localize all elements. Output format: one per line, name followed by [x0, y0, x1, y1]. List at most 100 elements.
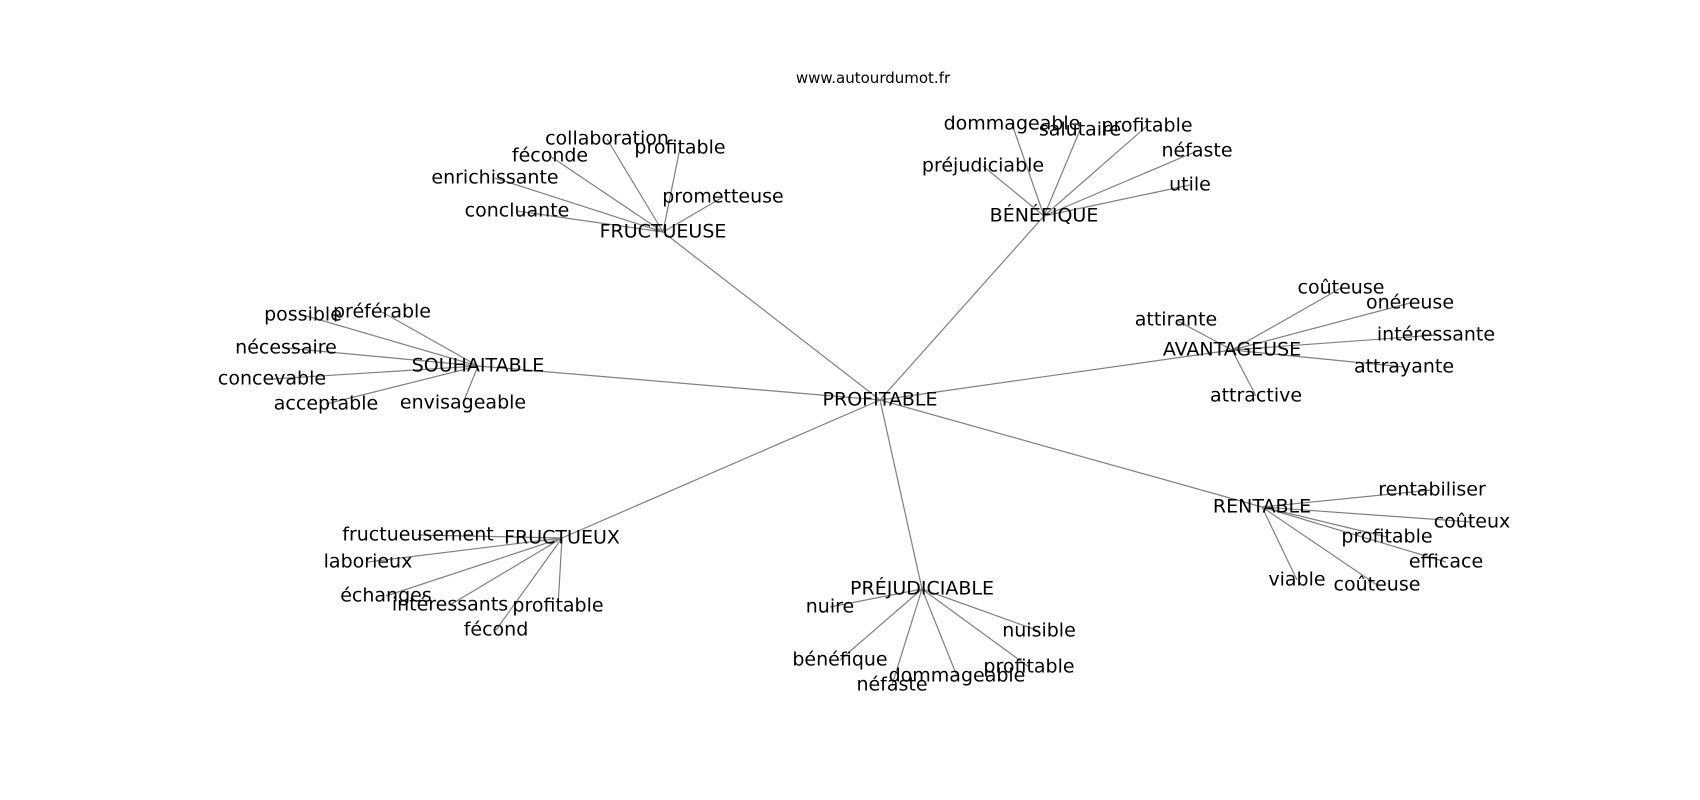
leaf-node[interactable]: utile [1169, 174, 1211, 196]
leaf-node[interactable]: concevable [218, 368, 326, 390]
leaf-node[interactable]: profitable [983, 656, 1074, 678]
leaf-node[interactable]: nuire [806, 596, 854, 618]
leaf-node[interactable]: intéressante [1377, 324, 1495, 346]
leaf-node[interactable]: enrichissante [431, 167, 558, 189]
leaf-node[interactable]: envisageable [400, 392, 526, 414]
leaf-node[interactable]: coûteux [1434, 511, 1511, 533]
leaf-node[interactable]: attractive [1210, 385, 1302, 407]
leaf-node[interactable]: échanges [340, 585, 432, 607]
leaf-node[interactable]: fructueusement [342, 524, 494, 546]
cluster-node[interactable]: AVANTAGEUSE [1163, 339, 1301, 361]
edge-cluster-6-leaf-1 [921, 588, 1040, 632]
cluster-node[interactable]: FRUCTUEUSE [600, 221, 727, 243]
edge-cluster-5-leaf-1 [367, 537, 563, 563]
edge-cluster-6-leaf-5 [891, 588, 923, 686]
edge-center-1 [879, 215, 1045, 401]
leaf-node[interactable]: féconde [512, 145, 588, 167]
leaf-node[interactable]: viable [1268, 569, 1325, 591]
leaf-node[interactable]: préférable [333, 301, 431, 323]
leaf-node[interactable]: nécessaire [235, 337, 337, 359]
edge-cluster-2-leaf-0 [302, 314, 479, 367]
edge-cluster-2-leaf-4 [325, 365, 479, 405]
cluster-node[interactable]: PRÉJUDICIABLE [850, 577, 994, 600]
leaf-node[interactable]: bénéfique [792, 649, 887, 671]
leaf-node[interactable]: néfaste [856, 674, 927, 696]
edge-cluster-3-leaf-5 [1231, 349, 1257, 397]
edge-cluster-1-leaf-4 [1043, 150, 1198, 217]
edge-cluster-0-leaf-3 [494, 177, 664, 233]
edge-center-5 [561, 399, 881, 539]
edge-cluster-5-leaf-0 [417, 534, 563, 539]
edge-cluster-3-leaf-1 [1231, 302, 1411, 351]
leaf-node[interactable]: salutaire [1039, 119, 1121, 141]
edge-cluster-1-leaf-3 [982, 165, 1045, 217]
leaf-node[interactable]: concluante [465, 200, 570, 222]
edge-cluster-4-leaf-3 [1261, 506, 1447, 563]
edge-cluster-0-leaf-1 [662, 147, 681, 233]
edge-cluster-2-leaf-1 [381, 311, 479, 367]
edge-cluster-4-leaf-4 [1261, 506, 1298, 581]
leaf-node[interactable]: attirante [1135, 309, 1217, 331]
edge-cluster-4-leaf-1 [1261, 506, 1473, 523]
edge-cluster-1-leaf-2 [1043, 125, 1148, 217]
edge-cluster-4-leaf-0 [1261, 489, 1433, 508]
edge-cluster-5-leaf-4 [557, 537, 563, 607]
cluster-node[interactable]: FRUCTUEUX [504, 527, 620, 549]
leaf-node[interactable]: prometteuse [662, 186, 784, 208]
leaf-node[interactable]: profitable [512, 595, 603, 617]
edge-center-4 [879, 399, 1263, 508]
edge-cluster-0-leaf-2 [549, 155, 664, 233]
edge-cluster-1-leaf-0 [1011, 123, 1045, 217]
edge-cluster-5-leaf-3 [449, 537, 563, 606]
edge-cluster-6-leaf-4 [921, 588, 958, 677]
leaf-node[interactable]: rentabiliser [1378, 479, 1486, 501]
edge-center-3 [879, 349, 1233, 401]
leaf-node[interactable]: acceptable [274, 393, 378, 415]
edge-center-6 [879, 399, 923, 590]
labels: PROFITABLEFRUCTUEUSEcollaborationprofita… [218, 113, 1510, 696]
cluster-node[interactable]: BÉNÉFIQUE [990, 204, 1099, 227]
leaf-node[interactable]: coûteuse [1334, 574, 1421, 596]
edge-cluster-1-leaf-1 [1043, 129, 1081, 217]
edge-cluster-5-leaf-2 [385, 537, 563, 597]
edge-cluster-2-leaf-3 [271, 365, 479, 380]
leaf-node[interactable]: possible [264, 304, 342, 326]
leaf-node[interactable]: dommageable [944, 113, 1081, 135]
leaf-node[interactable]: profitable [1101, 115, 1192, 137]
edge-cluster-3-leaf-0 [1231, 287, 1342, 351]
leaf-node[interactable]: collaboration [545, 128, 669, 150]
edge-center-2 [477, 365, 881, 401]
edge-cluster-3-leaf-2 [1175, 319, 1233, 351]
edge-cluster-3-leaf-3 [1231, 334, 1437, 351]
leaf-node[interactable]: onéreuse [1366, 292, 1454, 314]
edge-cluster-0-leaf-5 [662, 196, 724, 233]
cluster-node[interactable]: RENTABLE [1213, 496, 1311, 518]
leaf-node[interactable]: efficace [1409, 551, 1483, 573]
leaf-node[interactable]: fécond [464, 619, 529, 641]
leaf-node[interactable]: préjudiciable [922, 155, 1044, 177]
edge-cluster-0-leaf-0 [606, 138, 664, 233]
leaf-node[interactable]: dommageable [889, 665, 1026, 687]
edge-cluster-0-leaf-4 [516, 210, 664, 233]
leaf-node[interactable]: intéressants [392, 594, 508, 616]
leaf-node[interactable]: profitable [634, 137, 725, 159]
edge-cluster-1-leaf-5 [1043, 184, 1191, 217]
edge-cluster-6-leaf-2 [839, 588, 923, 661]
leaf-node[interactable]: attrayante [1354, 356, 1454, 378]
leaf-node[interactable]: profitable [1341, 526, 1432, 548]
leaf-node[interactable]: coûteuse [1298, 277, 1385, 299]
edge-cluster-5-leaf-5 [495, 537, 563, 631]
edge-cluster-2-leaf-5 [462, 365, 479, 404]
edge-cluster-3-leaf-4 [1231, 349, 1405, 368]
edge-cluster-6-leaf-0 [829, 588, 923, 608]
edge-cluster-2-leaf-2 [285, 347, 479, 367]
edge-center-0 [662, 231, 881, 401]
center-node[interactable]: PROFITABLE [823, 389, 938, 411]
site-url: www.autourdumot.fr [796, 69, 951, 87]
leaf-node[interactable]: nuisible [1002, 620, 1076, 642]
cluster-node[interactable]: SOUHAITABLE [412, 355, 545, 377]
leaf-node[interactable]: laborieux [324, 551, 413, 573]
leaf-node[interactable]: néfaste [1161, 140, 1232, 162]
edges [271, 123, 1473, 686]
